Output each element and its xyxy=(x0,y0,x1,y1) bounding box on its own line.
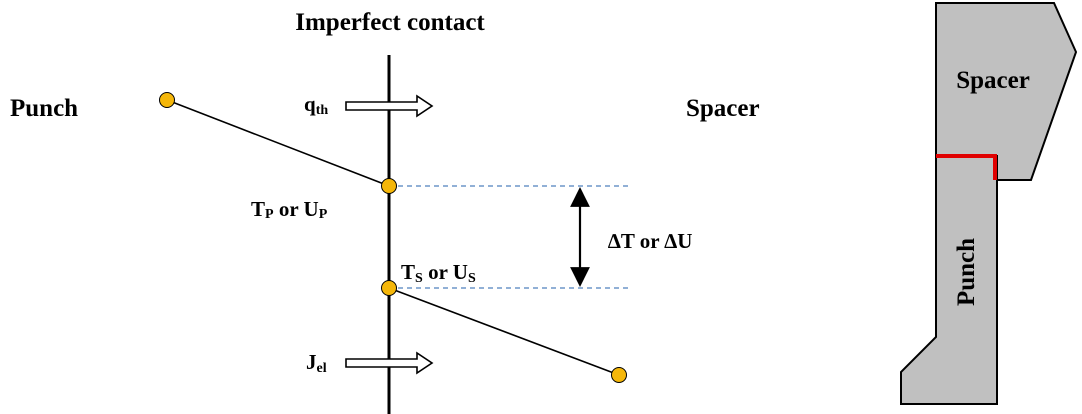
punch-part-shape xyxy=(900,155,998,405)
punch-end-node xyxy=(159,92,175,108)
jump-label: ∆T or ∆U xyxy=(608,229,692,253)
punch-point-label: TP or UP xyxy=(251,197,328,222)
spacer-point-label: TS or US xyxy=(401,260,476,286)
spacer-end-node xyxy=(611,367,627,383)
punch-contact-node xyxy=(381,178,397,194)
current-label: Jel xyxy=(306,350,327,376)
spacer-contact-node xyxy=(381,280,397,296)
punch-side-label: Punch xyxy=(10,95,78,122)
heat-flux-label: qth xyxy=(304,92,328,118)
spacer-part-label: Spacer xyxy=(956,67,1030,94)
spacer-side-label: Spacer xyxy=(686,95,760,122)
diagram-title: Imperfect contact xyxy=(295,9,485,36)
spacer-profile-line xyxy=(388,287,620,376)
contact-edge-highlight xyxy=(936,154,997,180)
heat-flux-arrow-icon xyxy=(345,94,434,118)
punch-part-label: Punch xyxy=(953,238,980,306)
current-arrow-icon xyxy=(345,351,434,375)
punch-profile-line xyxy=(166,99,390,187)
